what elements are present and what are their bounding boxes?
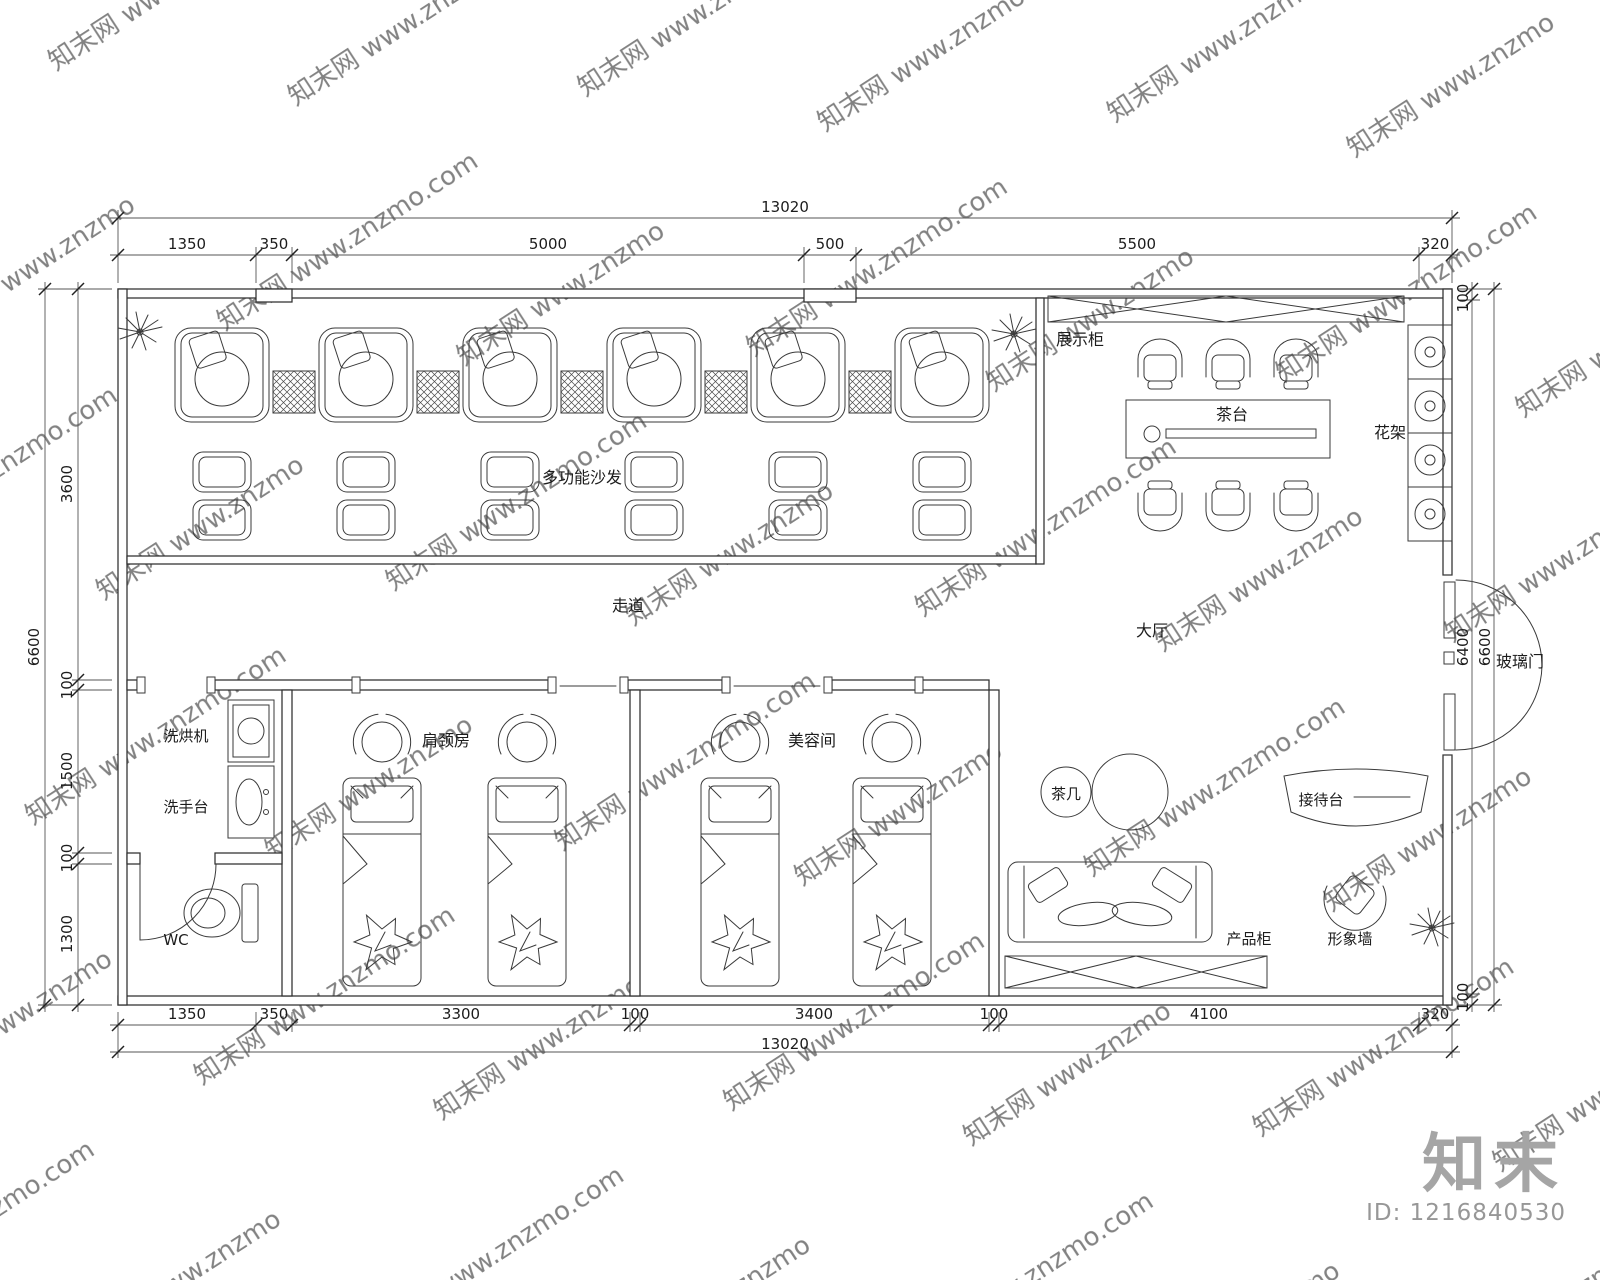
washer-dryer bbox=[227, 699, 275, 763]
room-labels: 多功能沙发 展示柜 茶台 花架 走道 大厅 玻璃门 洗烘机 洗手台 肩颈房 美容… bbox=[163, 330, 1544, 949]
side-table bbox=[704, 370, 748, 414]
coffee-table-small bbox=[1040, 766, 1092, 818]
label-display-cabinet: 展示柜 bbox=[1056, 330, 1104, 349]
glass-door bbox=[1442, 574, 1543, 756]
toilet-bowl bbox=[183, 888, 241, 938]
dim-bottom-seg: 100 bbox=[621, 1005, 650, 1023]
dim-top-seg: 350 bbox=[260, 235, 289, 253]
door-jambs-and-doors bbox=[136, 676, 924, 941]
dimension-bottom: 1350 350 3300 100 3400 100 4100 320 1302… bbox=[110, 1005, 1460, 1059]
side-table bbox=[848, 370, 892, 414]
dim-left-seg: 100 bbox=[58, 844, 76, 873]
dim-bottom-overall: 13020 bbox=[761, 1035, 809, 1053]
label-shoulder-neck-room: 肩颈房 bbox=[422, 731, 470, 750]
label-flower-rack: 花架 bbox=[1374, 423, 1406, 442]
image-id-text: ID: 1216840530 bbox=[1366, 1200, 1566, 1226]
label-wash-basin: 洗手台 bbox=[163, 798, 208, 816]
dim-top-overall: 13020 bbox=[761, 198, 809, 216]
label-coffee-table: 茶几 bbox=[1051, 785, 1081, 803]
dimension-right: 100 6400 100 6600 bbox=[1454, 282, 1502, 1012]
label-glass-door: 玻璃门 bbox=[1496, 652, 1544, 671]
dim-left-seg: 1500 bbox=[58, 752, 76, 790]
walls bbox=[117, 288, 1453, 1006]
dim-bottom-seg: 3300 bbox=[442, 1005, 480, 1023]
label-washer-dryer: 洗烘机 bbox=[163, 727, 208, 745]
dim-top-seg: 5000 bbox=[529, 235, 567, 253]
dim-left-seg: 100 bbox=[58, 671, 76, 700]
hall-furniture bbox=[1004, 753, 1455, 989]
reception-desk bbox=[1283, 768, 1429, 827]
dim-top-seg: 500 bbox=[816, 235, 845, 253]
dim-bottom-seg: 1350 bbox=[168, 1005, 206, 1023]
site-branding: 知末 ID: 1216840530 bbox=[1366, 1128, 1566, 1226]
dim-right-seg: 6400 bbox=[1454, 628, 1472, 666]
side-table bbox=[416, 370, 460, 414]
label-tea-table: 茶台 bbox=[1216, 405, 1248, 424]
dim-top-seg: 320 bbox=[1421, 235, 1450, 253]
toilet-tank bbox=[241, 883, 259, 943]
dim-right-seg: 100 bbox=[1454, 983, 1472, 1012]
dim-bottom-seg: 4100 bbox=[1190, 1005, 1228, 1023]
dim-top-seg: 5500 bbox=[1118, 235, 1156, 253]
label-corridor: 走道 bbox=[612, 596, 644, 615]
reception-chair bbox=[1323, 885, 1387, 931]
door-leaf bbox=[1443, 581, 1456, 639]
tea-table bbox=[1125, 399, 1331, 459]
dimension-top: 13020 1350 350 5000 500 5500 320 bbox=[110, 198, 1460, 283]
label-product-cabinet: 产品柜 bbox=[1226, 930, 1271, 948]
dim-bottom-seg: 320 bbox=[1421, 1005, 1450, 1023]
dim-left-seg: 3600 bbox=[58, 465, 76, 503]
label-hall: 大厅 bbox=[1136, 621, 1168, 640]
hall-sofa bbox=[1007, 861, 1213, 943]
side-table bbox=[560, 370, 604, 414]
coffee-table-large bbox=[1091, 753, 1169, 831]
label-wc: WC bbox=[163, 931, 188, 949]
dimension-left: 3600 100 1500 100 1300 6600 bbox=[25, 282, 112, 1012]
dim-bottom-seg: 100 bbox=[980, 1005, 1009, 1023]
dim-bottom-seg: 350 bbox=[260, 1005, 289, 1023]
tea-meeting-area bbox=[1047, 295, 1453, 542]
dim-bottom-seg: 3400 bbox=[795, 1005, 833, 1023]
side-table bbox=[272, 370, 316, 414]
label-reception-desk: 接待台 bbox=[1298, 791, 1343, 809]
dim-left-seg: 1300 bbox=[58, 915, 76, 953]
door-leaf bbox=[1443, 693, 1456, 751]
label-beauty-room: 美容间 bbox=[788, 731, 836, 750]
site-logo: 知末 bbox=[1422, 1128, 1566, 1202]
dim-top-seg: 1350 bbox=[168, 235, 206, 253]
dim-right-overall: 6600 bbox=[1476, 628, 1494, 666]
dim-right-seg: 100 bbox=[1454, 284, 1472, 313]
label-multi-sofa: 多功能沙发 bbox=[542, 468, 622, 487]
wc-laundry-area bbox=[183, 699, 275, 943]
wash-basin bbox=[227, 765, 275, 839]
label-image-wall: 形象墙 bbox=[1327, 930, 1372, 948]
dim-left-overall: 6600 bbox=[25, 628, 43, 666]
